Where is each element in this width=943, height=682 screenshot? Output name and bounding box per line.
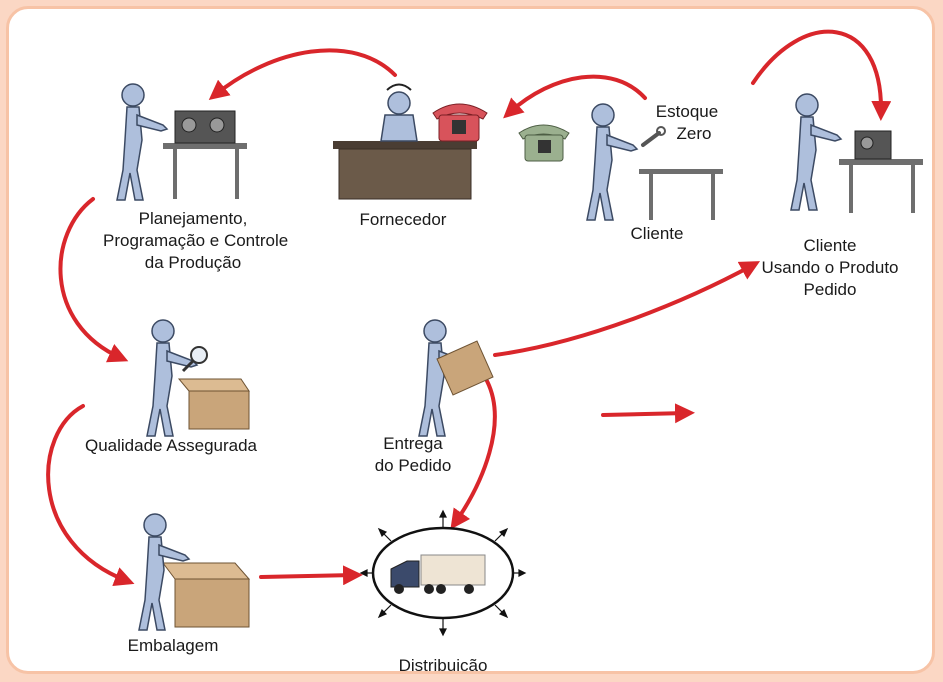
label-entrega: Entrega do Pedido xyxy=(363,433,463,477)
label-ppcp: Planejamento, Programação e Controle da … xyxy=(103,208,289,274)
arrow-entrega-to-usando xyxy=(493,261,761,357)
cliente-person-icon xyxy=(586,103,638,221)
arrow-cliente-to-usando xyxy=(751,29,892,121)
label-cliente-usando-line-2: Usando o Produto xyxy=(761,258,899,277)
arrow-ppcp-to-qualidade xyxy=(58,197,129,363)
label-ppcp-line-1: Planejamento, xyxy=(138,209,248,228)
label-fornecedor: Fornecedor xyxy=(359,210,447,229)
telephone-green-icon xyxy=(518,124,570,162)
label-cliente-usando-line-1: Cliente xyxy=(803,236,857,255)
label-cliente: Cliente xyxy=(630,224,684,243)
label-estoque-zero: Estoque Zero xyxy=(647,101,727,145)
machine-icon xyxy=(174,110,236,144)
label-distribuicao: Distribuição xyxy=(398,656,488,674)
label-embalagem: Embalagem xyxy=(127,636,219,655)
diagram-frame: Planejamento, Programação e Controle da … xyxy=(6,6,935,674)
cardboard-box-icon xyxy=(177,378,250,430)
label-cliente-usando-line-3: Pedido xyxy=(803,280,857,299)
label-estoque-line-2: Zero xyxy=(676,124,712,143)
cliente-usando-table xyxy=(839,130,923,213)
arrow-entrega-to-distribuicao xyxy=(450,379,497,530)
label-entrega-line-1: Entrega xyxy=(383,434,443,453)
label-entrega-line-2: do Pedido xyxy=(374,456,452,475)
arrow-embalagem-to-distribuicao xyxy=(259,565,363,586)
telephone-red-icon xyxy=(432,103,488,142)
arrow-qualidade-to-embalagem xyxy=(46,404,135,587)
radiating-arrows xyxy=(359,509,527,637)
truck-icon xyxy=(390,554,486,594)
flow-arrows xyxy=(46,29,892,587)
cardboard-box-icon xyxy=(162,562,251,628)
fornecedor-desk xyxy=(333,141,477,200)
label-estoque-line-1: Estoque xyxy=(655,102,719,121)
diagram-canvas xyxy=(46,29,923,637)
distribution-hub xyxy=(359,509,527,637)
cliente-table xyxy=(639,169,723,220)
cardboard-box-icon xyxy=(436,340,494,396)
wrench-icon xyxy=(641,126,666,147)
fornecedor-person-icon xyxy=(380,83,418,142)
arrow-standalone xyxy=(601,403,695,424)
arrow-fornecedor-to-ppcp xyxy=(208,48,397,101)
ppcp-person-icon xyxy=(116,83,168,201)
cliente-usando-person-icon xyxy=(790,93,842,211)
label-qualidade: Qualidade Assegurada xyxy=(84,436,258,455)
label-ppcp-line-3: da Produção xyxy=(144,253,242,272)
machine-icon xyxy=(854,130,892,160)
label-cliente-usando: Cliente Usando o Produto Pedido xyxy=(755,235,905,301)
magnifier-icon xyxy=(181,346,208,373)
ppcp-machine-table xyxy=(163,110,247,199)
label-ppcp-line-2: Programação e Controle xyxy=(103,231,289,250)
arrow-cliente-to-fornecedor xyxy=(503,74,647,119)
